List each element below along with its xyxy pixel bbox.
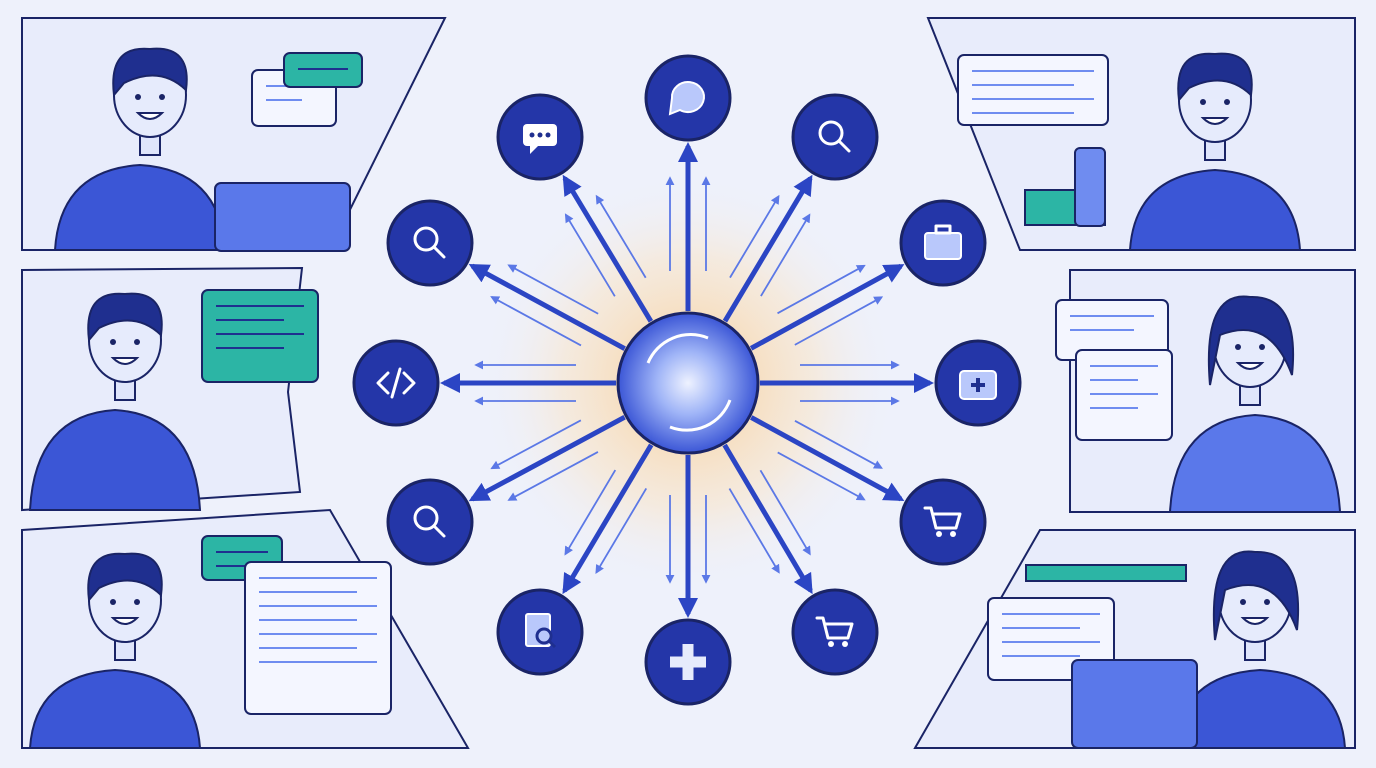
arrow [760, 213, 811, 297]
arrow [564, 213, 616, 297]
document [1075, 349, 1173, 441]
search-icon [818, 120, 851, 153]
arrow [564, 469, 617, 556]
browser-window [244, 561, 392, 715]
arrow [468, 263, 626, 351]
briefcase-icon [924, 224, 962, 260]
person-body [28, 668, 202, 749]
person-hair [87, 292, 163, 343]
chat-bubble-node [644, 54, 732, 142]
arrow [749, 263, 905, 351]
arrow [794, 296, 884, 346]
document-search-node [496, 588, 584, 676]
person-body [28, 408, 202, 511]
code-icon [376, 367, 416, 399]
arrow [759, 469, 811, 556]
search-node [386, 478, 474, 566]
plus-node [644, 618, 732, 706]
arrow [507, 264, 599, 315]
arrow [777, 451, 866, 501]
briefcase-node [899, 199, 987, 287]
arrow [728, 488, 780, 574]
arrow [729, 194, 780, 279]
search-icon [413, 505, 446, 538]
arrow [562, 174, 654, 323]
plus-icon [670, 644, 706, 680]
search-icon [413, 226, 446, 259]
central-orb [616, 311, 760, 455]
search-node [386, 199, 474, 287]
chat-bubble-icon [668, 80, 705, 116]
person-hair [87, 552, 163, 603]
arrow [722, 443, 813, 595]
person-hair [1177, 52, 1253, 103]
arrow [777, 264, 866, 315]
chat-bubble [201, 289, 319, 383]
arrow [750, 415, 905, 502]
shopping-cart-node [899, 478, 987, 566]
chat-dots-node [496, 93, 584, 181]
medical-kit-icon [959, 370, 997, 400]
arrow [722, 174, 813, 323]
text-panel [957, 54, 1109, 126]
browser-bar [1025, 564, 1187, 582]
person-hair [1212, 550, 1299, 641]
arrow [507, 451, 599, 501]
chat-dots-icon [523, 124, 557, 154]
arrow [490, 419, 582, 470]
arrow [595, 488, 648, 574]
shopping-cart-icon [815, 616, 854, 647]
medical-kit-node [934, 339, 1022, 427]
person-body [1128, 168, 1302, 251]
chat-bubble [283, 52, 363, 88]
arrow [490, 296, 582, 347]
shopping-cart-node [791, 588, 879, 676]
arrow [562, 443, 654, 595]
chat-bubble [1055, 299, 1169, 361]
code-node [352, 339, 440, 427]
person-hair [1207, 295, 1294, 386]
person-body [1168, 413, 1342, 513]
person-phone-chart-panel [926, 17, 1356, 251]
search-node [791, 93, 879, 181]
arrow [794, 420, 883, 469]
document-search-icon [525, 613, 557, 649]
laptop [1071, 659, 1198, 749]
laptop [214, 182, 351, 252]
shopping-cart-icon [923, 506, 962, 537]
arrow [595, 194, 647, 279]
arrow [468, 414, 626, 502]
person-hair [112, 47, 188, 98]
